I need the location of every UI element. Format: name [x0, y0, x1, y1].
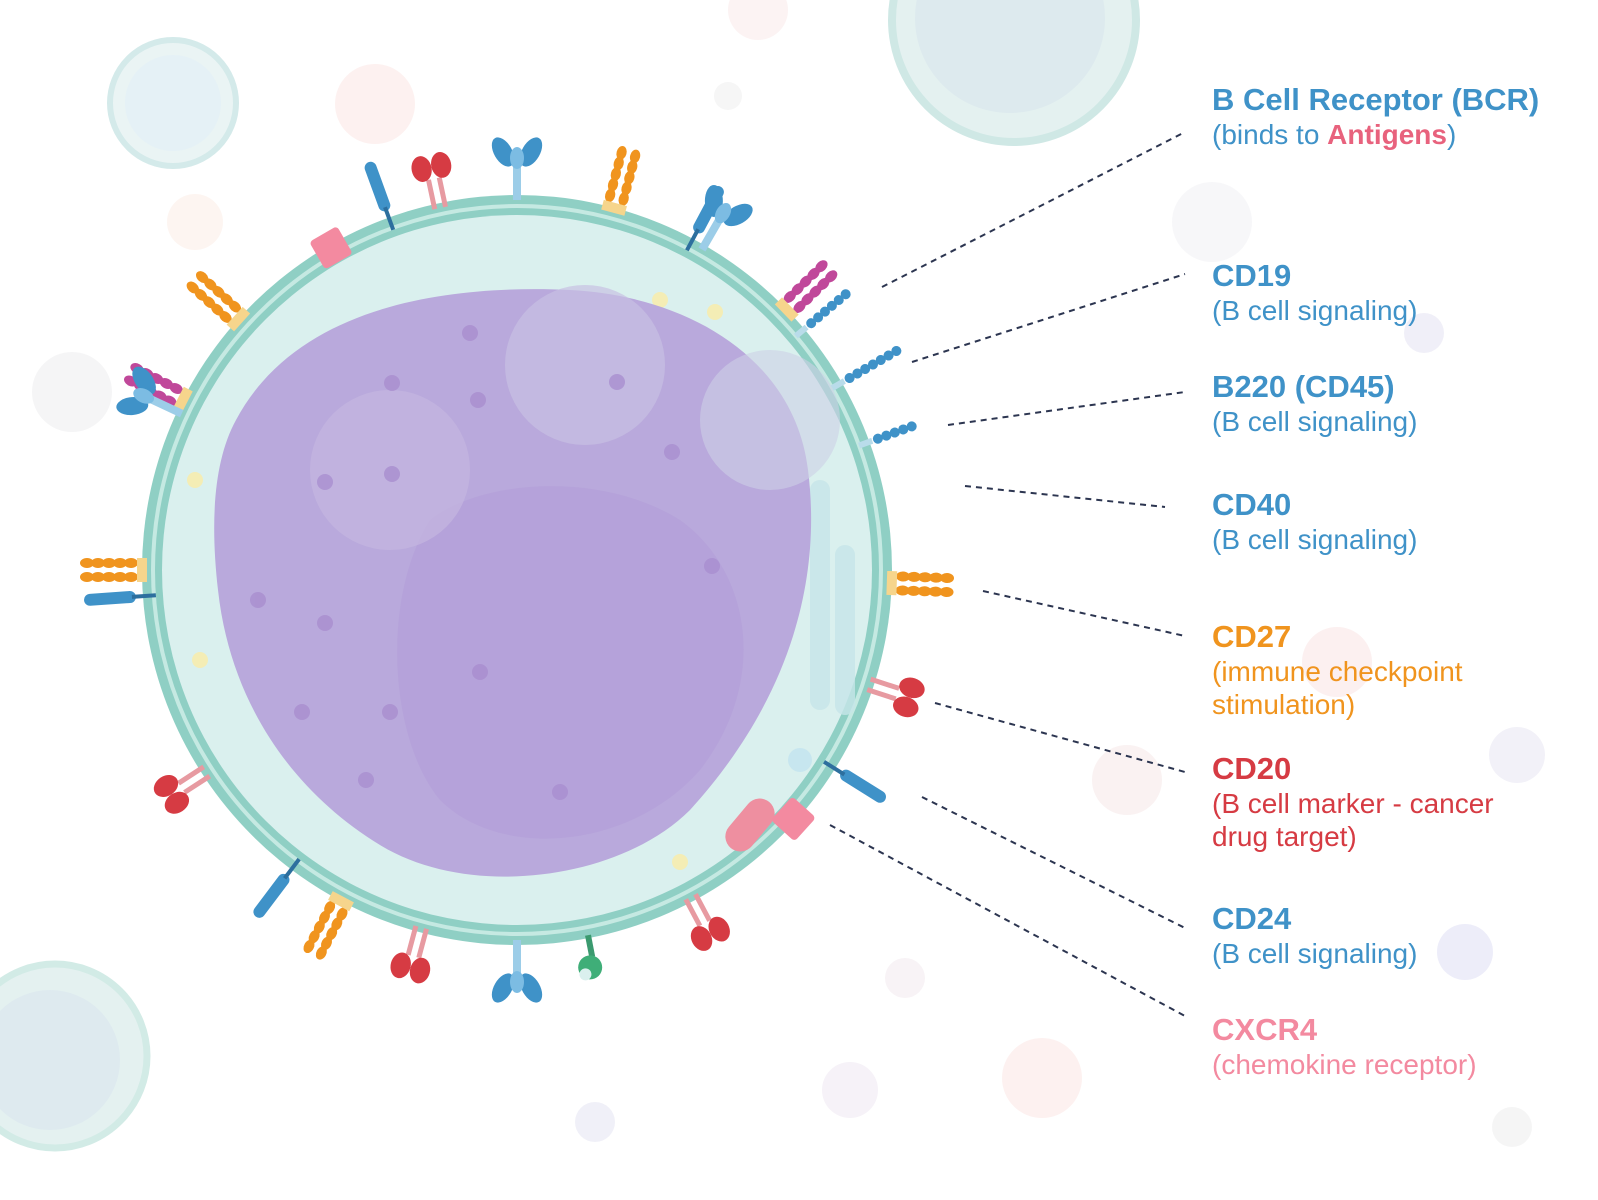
receptor-bcr-2 [491, 940, 543, 1003]
label-cd20: CD20 (B cell marker - cancer drug target… [1212, 753, 1512, 853]
receptor-cd20-4 [153, 764, 212, 814]
background-decoration [0, 0, 1545, 1152]
leader-line-cd19 [911, 273, 1186, 363]
receptor-hook-1 [578, 934, 603, 981]
receptor-cd27-5 [601, 145, 641, 216]
cd27-description: (immune checkpoint stimulation) [1212, 656, 1463, 721]
receptor-cd24-3 [84, 591, 157, 606]
cd20-description: (B cell marker - cancer drug target) [1212, 788, 1494, 853]
bcr-desc-suffix: ) [1446, 119, 1457, 150]
cd24-name: CD24 [1212, 901, 1292, 936]
surface-receptors [80, 137, 955, 1003]
cd19-name: CD19 [1212, 258, 1292, 293]
label-cd40: CD40 (B cell signaling) [1212, 489, 1417, 556]
receptor-cd19-1 [793, 289, 851, 339]
receptor-b220-1 [830, 346, 902, 391]
bcr-desc-prefix: (binds to [1212, 119, 1328, 150]
receptor-cd40-1 [858, 421, 917, 449]
leader-line-cd27 [982, 590, 1186, 637]
receptor-cd24-4 [364, 161, 396, 231]
cd40-description: (B cell signaling) [1212, 524, 1418, 555]
receptor-cd27-4 [186, 271, 251, 332]
label-b220: B220 (CD45) (B cell signaling) [1212, 371, 1417, 438]
label-cd27: CD27 (immune checkpoint stimulation) [1212, 621, 1522, 721]
leader-line-cxcr4 [829, 824, 1186, 1017]
label-cd24: CD24 (B cell signaling) [1212, 903, 1417, 970]
bcr-description: (binds to Antigens) [1212, 118, 1542, 151]
cd27-name: CD27 [1212, 619, 1292, 654]
bcr-desc-antigens: Antigens [1327, 119, 1447, 150]
b220-description: (B cell signaling) [1212, 406, 1418, 437]
receptor-cd20-5 [411, 152, 452, 210]
cd19-description: (B cell signaling) [1212, 295, 1418, 326]
receptor-magenta-2 [774, 260, 838, 322]
receptor-cd24-1 [822, 760, 886, 803]
receptor-cd27-3 [80, 558, 147, 582]
receptor-cd27-1 [886, 570, 955, 598]
b-cell [142, 195, 892, 945]
leader-line-cd24 [921, 796, 1186, 929]
receptor-cxcr4-2 [310, 227, 352, 269]
receptor-cd20-3 [390, 925, 431, 984]
bcr-name: B Cell Receptor (BCR) [1212, 82, 1540, 117]
label-cd19: CD19 (B cell signaling) [1212, 260, 1417, 327]
receptor-cd20-1 [866, 676, 925, 718]
leader-line-bcr [881, 131, 1186, 288]
cxcr4-description: (chemokine receptor) [1212, 1049, 1477, 1080]
receptor-cd24-5 [685, 186, 724, 252]
cxcr4-name: CXCR4 [1212, 1012, 1318, 1047]
cd40-name: CD40 [1212, 487, 1292, 522]
receptor-cxcr4-1 [772, 797, 815, 840]
cd20-name: CD20 [1212, 751, 1292, 786]
label-bcr: B Cell Receptor (BCR) (binds to Antigens… [1212, 84, 1542, 151]
label-cxcr4: CXCR4 (chemokine receptor) [1212, 1014, 1477, 1081]
receptor-cd20-2 [683, 892, 730, 951]
cd24-description: (B cell signaling) [1212, 938, 1418, 969]
receptor-cd27-2 [303, 891, 354, 960]
membrane-inner-line [151, 204, 883, 936]
leader-line-cd20 [934, 702, 1186, 773]
receptor-bcr-4 [491, 137, 543, 200]
leader-line-b220 [947, 391, 1186, 426]
receptor-cd24-2 [253, 857, 301, 918]
b220-name: B220 (CD45) [1212, 369, 1395, 404]
leader-lines [829, 131, 1186, 1017]
receptor-bcr-3 [116, 366, 184, 418]
leader-line-cd40 [964, 485, 1166, 508]
